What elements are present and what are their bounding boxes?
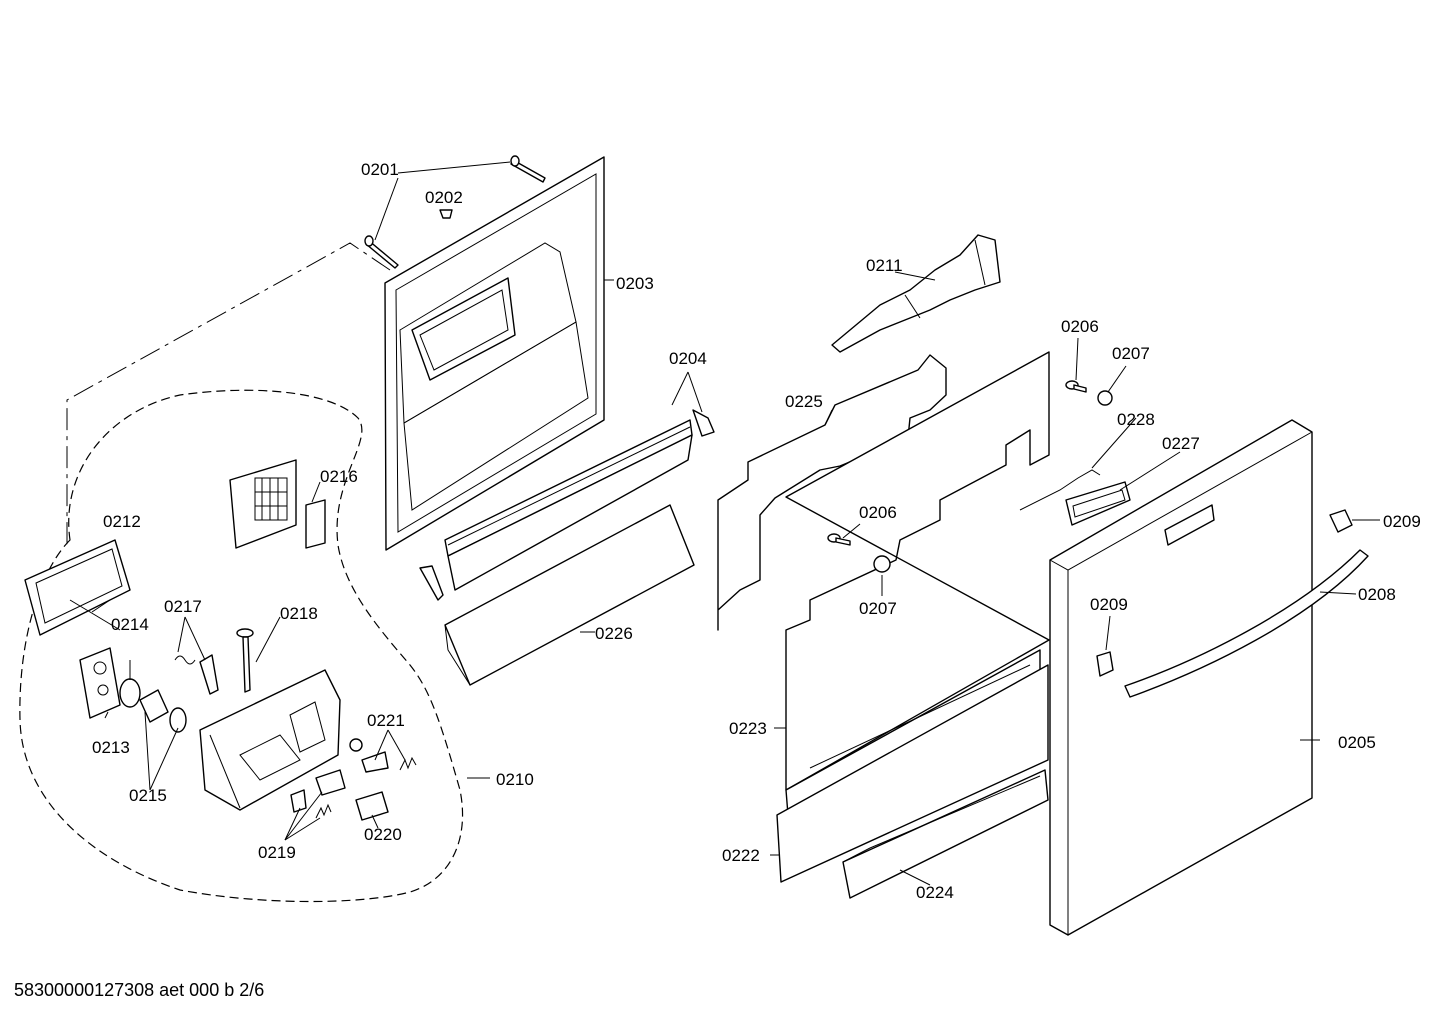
label-0218: 0218	[280, 604, 318, 623]
cable-bracket-0211	[831, 234, 1001, 353]
label-0220: 0220	[364, 825, 402, 844]
label-0223: 0223	[729, 719, 767, 738]
label-0216: 0216	[320, 467, 358, 486]
label-0227: 0227	[1162, 434, 1200, 453]
label-0213: 0213	[92, 738, 130, 757]
cap-0213	[79, 647, 121, 719]
trim-0222	[776, 664, 1049, 883]
label-0217: 0217	[164, 597, 202, 616]
trim-0224	[842, 769, 1049, 899]
cable-0228	[1019, 469, 1101, 511]
label-0206-mid: 0206	[859, 503, 897, 522]
latch-0219	[315, 769, 346, 796]
label-0221: 0221	[367, 711, 405, 730]
light-0227	[1065, 481, 1131, 526]
label-0214: 0214	[111, 615, 149, 634]
label-0228: 0228	[1117, 410, 1155, 429]
clip-0202	[439, 209, 453, 219]
clip-0219	[290, 789, 307, 813]
cap-0209-left	[1096, 651, 1114, 677]
seal-frame-0212	[24, 539, 131, 636]
spring-0217	[174, 655, 196, 665]
label-0206-top: 0206	[1061, 317, 1099, 336]
label-0222: 0222	[722, 846, 760, 865]
label-0207-mid: 0207	[859, 599, 897, 618]
spring-0221	[399, 756, 417, 771]
handle-0208	[1124, 549, 1369, 698]
spring-0219	[315, 803, 332, 819]
label-0205: 0205	[1338, 733, 1376, 752]
leader-lines	[69, 161, 1380, 886]
inner-door-panel-0203	[384, 156, 605, 551]
ball-0221	[349, 738, 363, 752]
dispenser-housing-0210	[199, 669, 341, 811]
lever-0217	[199, 654, 219, 695]
seal-strip-0204	[419, 409, 715, 601]
screw-0201-top	[510, 155, 546, 183]
label-0215: 0215	[129, 786, 167, 805]
nut-0207-mid	[873, 555, 891, 573]
label-0207-top: 0207	[1112, 344, 1150, 363]
switch-0220	[355, 791, 389, 821]
ring-0214	[119, 678, 141, 708]
label-0208: 0208	[1358, 585, 1396, 604]
label-0209-right: 0209	[1383, 512, 1421, 531]
bracket-0216	[229, 459, 326, 549]
label-0201: 0201	[361, 160, 399, 179]
label-0210: 0210	[496, 770, 534, 789]
pin-0218	[236, 628, 254, 693]
label-0211: 0211	[866, 256, 903, 275]
label-0209-left: 0209	[1090, 595, 1128, 614]
slider-0221	[361, 751, 389, 773]
guide-line	[66, 242, 391, 550]
lower-strip-0226	[444, 504, 695, 686]
screw-0206-mid	[827, 533, 851, 546]
drawing-reference: 58300000127308 aet 000 b 2/6	[14, 980, 265, 1000]
label-0204: 0204	[669, 349, 707, 368]
label-0202: 0202	[425, 188, 463, 207]
nozzle-0215	[139, 689, 187, 733]
screw-0206-top	[1065, 380, 1087, 393]
label-0225: 0225	[785, 392, 823, 411]
nut-0207-top	[1097, 390, 1113, 406]
label-0219: 0219	[258, 843, 296, 862]
dispenser-group-outline	[19, 389, 464, 903]
screw-0201-left	[364, 235, 399, 269]
label-0224: 0224	[916, 883, 954, 902]
label-0226: 0226	[595, 624, 633, 643]
cap-0209-right	[1329, 509, 1353, 533]
label-0212: 0212	[103, 512, 141, 531]
label-0203: 0203	[616, 274, 654, 293]
